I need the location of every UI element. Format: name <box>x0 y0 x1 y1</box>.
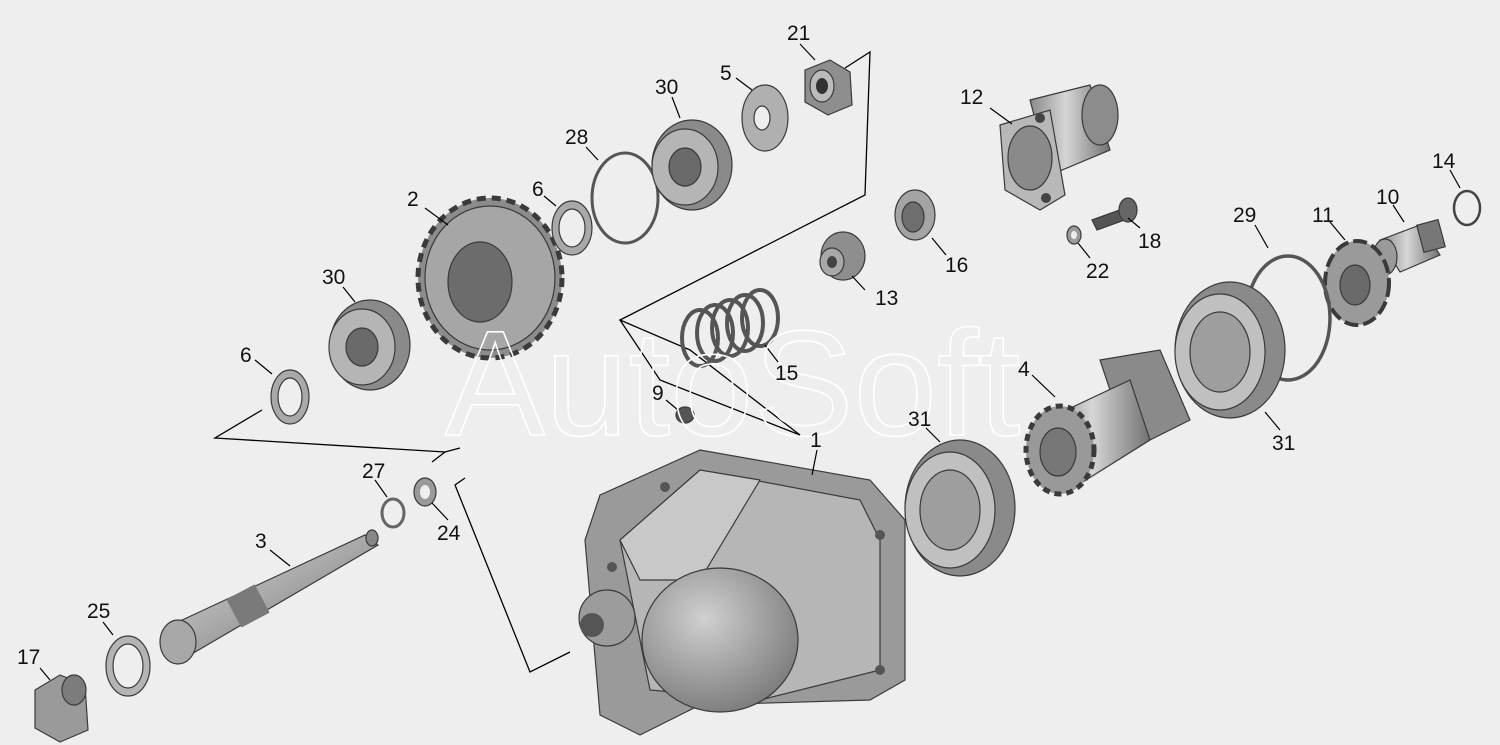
label-part-31-left: 31 <box>908 408 931 431</box>
label-part-3: 3 <box>255 530 267 553</box>
label-part-11: 11 <box>1312 204 1334 227</box>
part-nut-21 <box>804 59 853 116</box>
part-sleeve-16 <box>894 189 936 241</box>
part-bolt-18 <box>1091 197 1138 231</box>
part-bearing-30-upper <box>651 119 733 211</box>
label-part-1: 1 <box>810 429 822 452</box>
label-part-29: 29 <box>1233 204 1256 227</box>
label-part-4: 4 <box>1018 358 1030 381</box>
part-ring-6-lower <box>270 369 310 425</box>
label-part-5: 5 <box>720 62 732 85</box>
part-flange-12 <box>999 84 1119 211</box>
part-pinion <box>1023 349 1191 497</box>
part-bearing-31-right <box>1174 281 1286 419</box>
label-part-27: 27 <box>362 460 385 483</box>
part-washer-24 <box>413 477 437 507</box>
label-part-17: 17 <box>17 646 40 669</box>
part-bearing-30-lower <box>328 299 411 391</box>
label-part-12: 12 <box>960 86 983 109</box>
label-part-21: 21 <box>787 22 810 45</box>
part-housing <box>578 449 906 736</box>
label-part-9: 9 <box>652 382 664 405</box>
part-bearing-31-left <box>904 439 1016 577</box>
label-part-2: 2 <box>407 188 419 211</box>
label-part-31-right: 31 <box>1272 432 1295 455</box>
part-coupling-11 <box>1323 239 1391 327</box>
label-part-25: 25 <box>87 600 110 623</box>
leader-lines <box>39 43 1461 681</box>
part-snapring-14 <box>1452 189 1482 227</box>
part-ring-27 <box>380 497 406 529</box>
grouping-frame-lower <box>212 409 571 673</box>
part-washer-22 <box>1066 225 1082 245</box>
part-ring-25 <box>105 635 151 697</box>
label-part-13: 13 <box>875 287 898 310</box>
label-part-22: 22 <box>1086 260 1109 283</box>
label-part-28: 28 <box>565 126 588 149</box>
label-part-30-lower: 30 <box>322 266 345 289</box>
label-part-24: 24 <box>437 522 461 545</box>
label-part-30-upper: 30 <box>655 76 678 99</box>
part-washer-5 <box>741 84 789 152</box>
part-plug-9 <box>675 406 695 424</box>
label-part-6-upper: 6 <box>532 178 544 201</box>
label-part-10: 10 <box>1376 186 1399 209</box>
part-nut-13 <box>819 231 866 281</box>
part-gear-large <box>415 195 565 361</box>
label-part-15: 15 <box>775 362 798 385</box>
watermark-text: AutoSoft <box>445 299 1020 467</box>
part-labels: 1 2 3 4 5 6 6 9 10 11 12 13 14 15 16 17 … <box>17 22 1456 669</box>
part-plug-17 <box>34 674 89 743</box>
label-part-14: 14 <box>1432 150 1456 173</box>
label-part-18: 18 <box>1138 230 1161 253</box>
part-shaft <box>159 529 380 665</box>
label-part-16: 16 <box>945 254 968 277</box>
part-spring-15 <box>680 288 780 368</box>
part-snapring-28 <box>590 151 660 245</box>
label-part-6-lower: 6 <box>240 344 252 367</box>
part-ring-6-upper <box>551 200 593 256</box>
